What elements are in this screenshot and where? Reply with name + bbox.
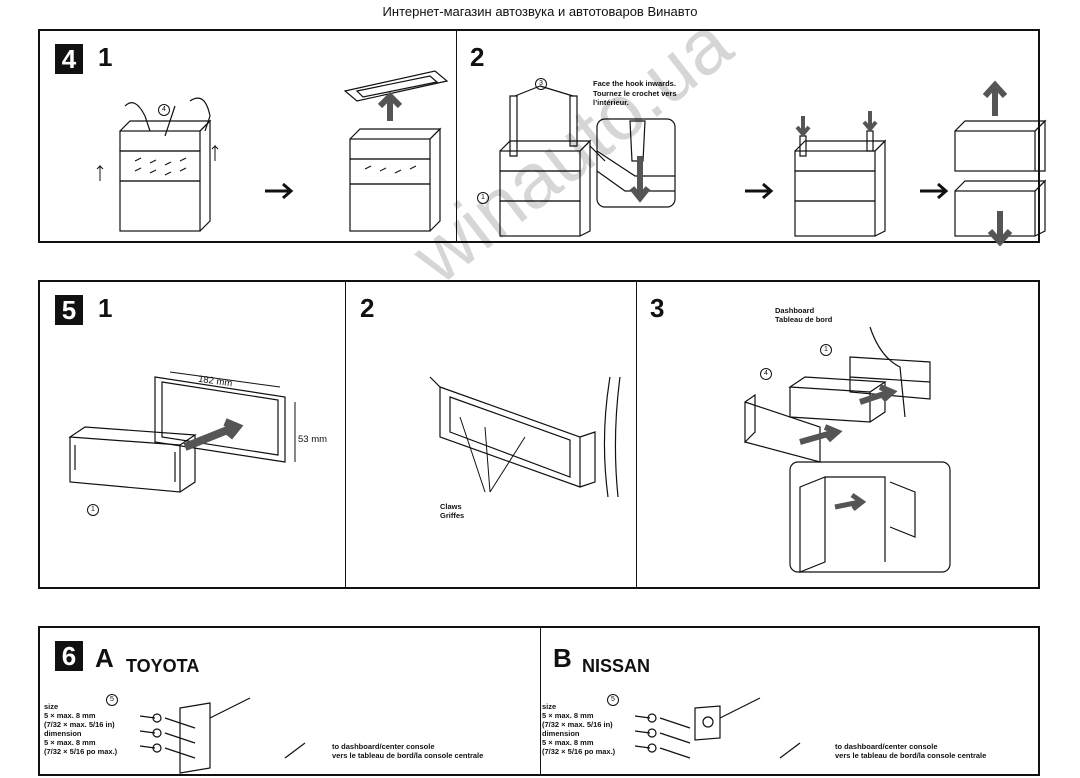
- callout-sleeve: 1: [87, 504, 99, 516]
- brand-label: NISSAN: [582, 656, 651, 676]
- spec-line: (7/32 × 5/16 po max.): [542, 747, 616, 756]
- nissan-bracket-illustration: [634, 697, 801, 759]
- callout-screws: 5: [106, 694, 118, 706]
- section-6: 6 A TOYOTA 5 size 5 × max. 8 mm (7/32 × …: [38, 626, 1040, 776]
- claws-label-fr: Griffes: [440, 511, 465, 520]
- callout-frame: 4: [760, 368, 772, 380]
- hook-note-en: Face the hook inwards.: [593, 79, 676, 88]
- spec-line: 5 × max. 8 mm: [542, 711, 594, 720]
- section-number: 4: [55, 44, 83, 74]
- callout-screws: 5: [607, 694, 619, 706]
- spec-line: dimension: [44, 729, 82, 738]
- step-number: 1: [98, 42, 113, 72]
- toyota-bracket-illustration: [139, 697, 306, 774]
- callout-sleeve: 1: [820, 344, 832, 356]
- release-keys-illustration: [499, 80, 1047, 247]
- spec-line: (7/32 × max. 5/16 in): [44, 720, 115, 729]
- console-note-en: to dashboard/center console: [835, 742, 938, 751]
- spec-line: 5 × max. 8 mm: [44, 738, 96, 747]
- panel-divider: [636, 282, 637, 587]
- spec-line: size: [542, 702, 557, 711]
- sleeve-in-dash-illustration: [429, 376, 621, 498]
- step-number: 2: [470, 42, 485, 72]
- spec-line: dimension: [542, 729, 580, 738]
- screw-spec: size 5 × max. 8 mm (7/32 × max. 5/16 in)…: [542, 702, 615, 756]
- console-note-fr: vers le tableau de bord/la console centr…: [835, 751, 987, 760]
- panel-divider: [345, 282, 346, 587]
- brand-name: NISSAN: [582, 648, 650, 679]
- section-4: 4 1: [38, 29, 1047, 247]
- step-number: 1: [98, 293, 113, 323]
- console-note-en: to dashboard/center console: [332, 742, 435, 751]
- panel-divider: [540, 628, 541, 774]
- hook-note-fr: Tournez le crochet vers l’intérieur.: [593, 89, 677, 107]
- mounting-sleeve-illustration: [68, 371, 296, 493]
- section-number: 5: [55, 295, 83, 325]
- brand-label: TOYOTA: [126, 656, 200, 676]
- spec-line: size: [44, 702, 59, 711]
- remove-frame-illustration: [96, 70, 449, 232]
- brand-name: TOYOTA: [126, 648, 199, 679]
- page-header: Интернет-магазин автозвука и автотоваров…: [382, 4, 698, 19]
- dashboard-label-en: Dashboard: [775, 306, 815, 315]
- variant-letter: B: [553, 643, 572, 673]
- height-dimension: 53 mm: [298, 434, 328, 445]
- spec-line: (7/32 × max. 5/16 in): [542, 720, 613, 729]
- callout-bracket: 4: [158, 104, 170, 116]
- claws-label-en: Claws: [440, 502, 462, 511]
- install-unit-illustration: [744, 326, 951, 573]
- console-note-fr: vers le tableau de bord/la console centr…: [332, 751, 484, 760]
- variant-letter: A: [95, 643, 114, 673]
- screw-spec: size 5 × max. 8 mm (7/32 × max. 5/16 in)…: [44, 702, 117, 756]
- spec-line: (7/32 × 5/16 po max.): [44, 747, 118, 756]
- step-number: 3: [650, 293, 665, 323]
- step-number: 2: [360, 293, 375, 323]
- section-5: 5 1 182 mm 53 mm 1 2 Claws Griffes: [38, 280, 1040, 589]
- dashboard-label-fr: Tableau de bord: [775, 315, 833, 324]
- callout-unit: 1: [477, 192, 489, 204]
- spec-line: 5 × max. 8 mm: [44, 711, 96, 720]
- section-number: 6: [55, 641, 83, 671]
- spec-line: 5 × max. 8 mm: [542, 738, 594, 747]
- panel-divider: [456, 31, 457, 241]
